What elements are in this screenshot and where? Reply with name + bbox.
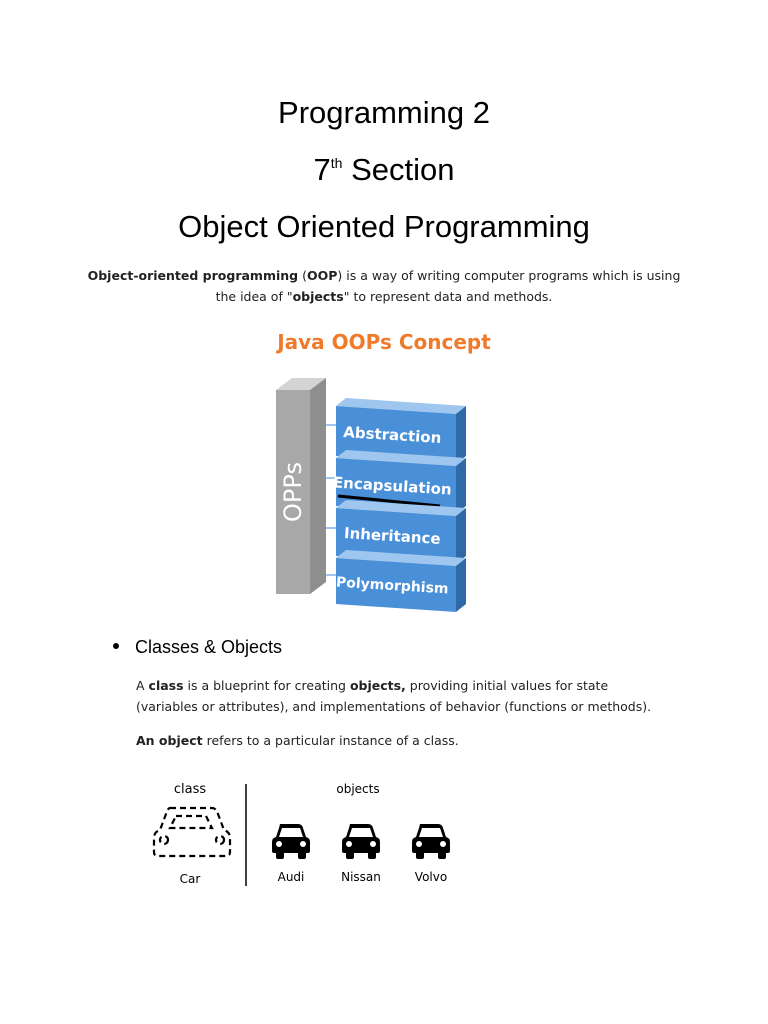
block-inheritance: Inheritance bbox=[336, 500, 466, 564]
object-name-volvo: Volvo bbox=[415, 870, 447, 884]
bullet-text: Classes & Objects bbox=[135, 637, 283, 657]
block-label-inheritance: Inheritance bbox=[344, 524, 442, 548]
p1-objects-term: objects, bbox=[349, 678, 406, 693]
intro-term: Object-oriented programming bbox=[87, 268, 299, 283]
intro-paragraph: Object-oriented programming (OOP) is a w… bbox=[80, 265, 688, 307]
pillar-connectors bbox=[326, 424, 336, 576]
intro-text-2: to represent data and methods. bbox=[349, 289, 553, 304]
object-definition-paragraph: An object refers to a particular instanc… bbox=[136, 730, 656, 751]
class-definition-paragraph: A class is a blueprint for creating obje… bbox=[136, 675, 656, 717]
intro-text-1: ) is a way of writing computer programs … bbox=[215, 268, 681, 304]
p1-class-term: class bbox=[148, 678, 184, 693]
section-heading: 7th Section bbox=[0, 152, 768, 188]
bullet-dot bbox=[113, 643, 119, 650]
car-volvo-icon bbox=[412, 824, 450, 859]
oops-pillar: OPPs bbox=[276, 378, 326, 594]
block-label-abstraction: Abstraction bbox=[343, 423, 442, 447]
class-name: Car bbox=[180, 872, 201, 886]
object-name-audi: Audi bbox=[278, 870, 305, 884]
intro-abbr: OOP bbox=[306, 268, 338, 283]
intro-quote-open: " bbox=[286, 289, 293, 304]
p1-text-b: is a blueprint for creating bbox=[183, 678, 350, 693]
document-title: Programming 2 bbox=[278, 95, 490, 130]
block-encapsulation: Encapsulation bbox=[332, 450, 466, 514]
car-audi-icon bbox=[272, 824, 310, 859]
pillar-label: OPPs bbox=[279, 462, 307, 522]
p2-text: refers to a particular instance of a cla… bbox=[202, 733, 459, 748]
section-number: 7 bbox=[313, 152, 331, 187]
encapsulation-underline bbox=[337, 494, 441, 508]
block-abstraction: Abstraction bbox=[336, 398, 466, 464]
car-nissan-icon bbox=[342, 824, 380, 859]
figure-title: Java OOPs Concept bbox=[277, 330, 491, 354]
block-polymorphism: Polymorphism bbox=[336, 550, 466, 612]
p1-text-a: A bbox=[136, 678, 149, 693]
intro-objects-term: objects bbox=[292, 289, 344, 304]
p1-text-c: providing initial values for state (vari… bbox=[136, 678, 652, 714]
object-name-nissan: Nissan bbox=[341, 870, 381, 884]
intro-quote-close: " bbox=[343, 289, 350, 304]
topic-title: Object Oriented Programming bbox=[178, 209, 590, 244]
section-word: Section bbox=[342, 152, 455, 187]
oops-concept-diagram: OPPs Abstraction Encapsulation Inheritan… bbox=[276, 378, 466, 612]
p2-object-term: An object bbox=[136, 733, 203, 748]
block-label-polymorphism: Polymorphism bbox=[336, 575, 449, 598]
intro-open-paren: ( bbox=[298, 268, 307, 283]
class-objects-diagram: class objects Car Audi Nissan Volvo bbox=[152, 782, 450, 886]
section-ordinal-suffix: th bbox=[330, 155, 343, 171]
bullet-classes-objects: Classes & Objects bbox=[113, 637, 282, 658]
objects-label: objects bbox=[336, 782, 379, 796]
class-car-outline-icon bbox=[152, 806, 232, 858]
class-label: class bbox=[174, 782, 206, 797]
